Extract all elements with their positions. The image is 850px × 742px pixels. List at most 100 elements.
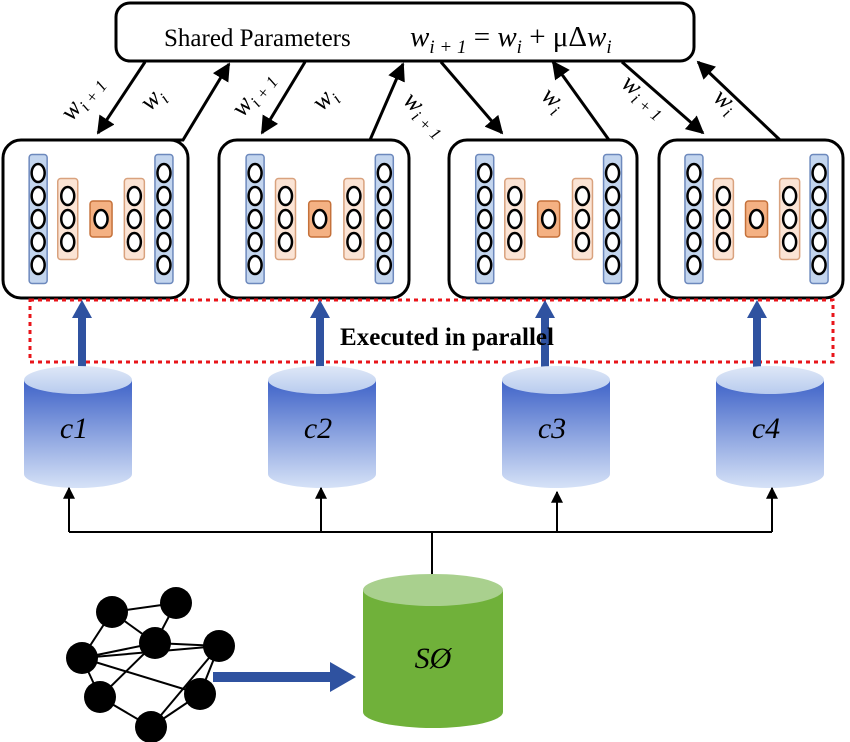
arrow-down-model3	[439, 61, 504, 135]
neuron	[781, 231, 798, 253]
up-arrow-2	[310, 300, 330, 370]
nn-layer-blue	[474, 153, 495, 285]
neuron	[748, 208, 765, 230]
neuron	[156, 162, 172, 184]
model-2	[217, 138, 411, 300]
graph-to-store-arrow	[213, 662, 356, 692]
nn-layer-blue	[245, 153, 265, 285]
nn-layer-blue	[809, 153, 829, 285]
distribution-lines	[63, 486, 778, 575]
label-w-cur-2: wi	[306, 80, 345, 119]
nn-layer-peach	[571, 177, 594, 261]
nn-layer-orange	[744, 200, 769, 238]
model-3	[447, 138, 639, 300]
arrow-up-model3	[551, 60, 611, 141]
neuron	[604, 231, 621, 253]
nn-layer-orange	[89, 200, 113, 238]
neuron	[60, 231, 76, 253]
neuron	[574, 208, 591, 230]
graph-node	[66, 642, 98, 674]
client-label-c3: c3	[538, 412, 566, 445]
label-w-next-4: wi + 1	[614, 68, 674, 125]
neuron	[30, 185, 46, 207]
client-label-c1: c1	[60, 412, 88, 445]
nn-layer-peach	[57, 177, 79, 261]
neuron	[156, 231, 172, 253]
shared-parameters-box: Shared Parameters wi + 1 = wi + μΔwi	[114, 1, 696, 63]
neuron	[247, 162, 263, 184]
client-cylinder-c3: c3	[502, 366, 610, 488]
update-formula: wi + 1 = wi + μΔwi	[410, 21, 612, 58]
neuron	[811, 162, 827, 184]
nn-layer-blue	[684, 153, 704, 285]
nn-layer-blue	[154, 153, 174, 285]
neuron	[715, 208, 732, 230]
graph-network	[66, 587, 235, 742]
neuron	[156, 208, 172, 230]
up-arrow-1	[72, 300, 92, 370]
neuron	[507, 208, 523, 230]
up-arrow-3	[535, 300, 555, 370]
client-label-c4: c4	[752, 412, 780, 445]
neuron	[30, 208, 46, 230]
neuron	[156, 185, 172, 207]
arrow-down-model4	[621, 60, 705, 135]
neuron	[156, 254, 172, 276]
neuron	[277, 208, 294, 230]
neuron	[811, 208, 827, 230]
nn-layer-blue	[28, 153, 48, 285]
neuron	[686, 208, 702, 230]
neuron	[604, 162, 621, 184]
neuron	[126, 185, 143, 207]
local-models	[1, 138, 845, 300]
arrow-up-model4	[696, 60, 782, 142]
neuron	[277, 231, 294, 253]
nn-layer-peach	[123, 177, 146, 261]
neuron	[604, 208, 621, 230]
neuron	[686, 254, 702, 276]
neuron	[277, 185, 294, 207]
neuron	[686, 231, 702, 253]
neuron	[311, 208, 328, 230]
client-to-model-arrows	[72, 300, 767, 370]
neuron	[811, 254, 827, 276]
neuron	[93, 208, 109, 230]
neuron	[346, 185, 362, 207]
nn-layer-peach	[274, 177, 297, 261]
neuron	[811, 185, 827, 207]
neuron	[686, 185, 702, 207]
neuron	[781, 185, 798, 207]
label-w-next-1: wi + 1	[54, 68, 111, 128]
neuron	[346, 208, 362, 230]
neuron	[60, 185, 76, 207]
neuron	[715, 231, 732, 253]
neuron	[604, 254, 621, 276]
neuron	[30, 254, 46, 276]
shared-parameters-title: Shared Parameters	[164, 25, 351, 52]
nn-layer-peach	[343, 177, 365, 261]
neuron	[376, 231, 393, 253]
neuron	[574, 231, 591, 253]
neuron	[376, 208, 393, 230]
model-4	[657, 138, 845, 300]
neuron	[126, 231, 143, 253]
client-datasets: c1 c2 c3 c4	[24, 366, 824, 488]
neuron	[540, 208, 557, 230]
server-store-cylinder: SØ	[363, 574, 503, 728]
neuron	[247, 208, 263, 230]
neuron	[476, 185, 493, 207]
neuron	[574, 185, 591, 207]
neuron	[476, 231, 493, 253]
client-label-c2: c2	[304, 412, 332, 445]
label-w-cur-3: wi	[534, 80, 572, 120]
nn-layer-peach	[712, 177, 735, 261]
neuron	[376, 254, 393, 276]
neuron	[247, 254, 263, 276]
neuron	[507, 231, 523, 253]
neuron	[60, 208, 76, 230]
neuron	[686, 162, 702, 184]
neuron	[476, 254, 493, 276]
model-1	[1, 138, 190, 300]
parallel-label: Executed in parallel	[340, 324, 554, 351]
